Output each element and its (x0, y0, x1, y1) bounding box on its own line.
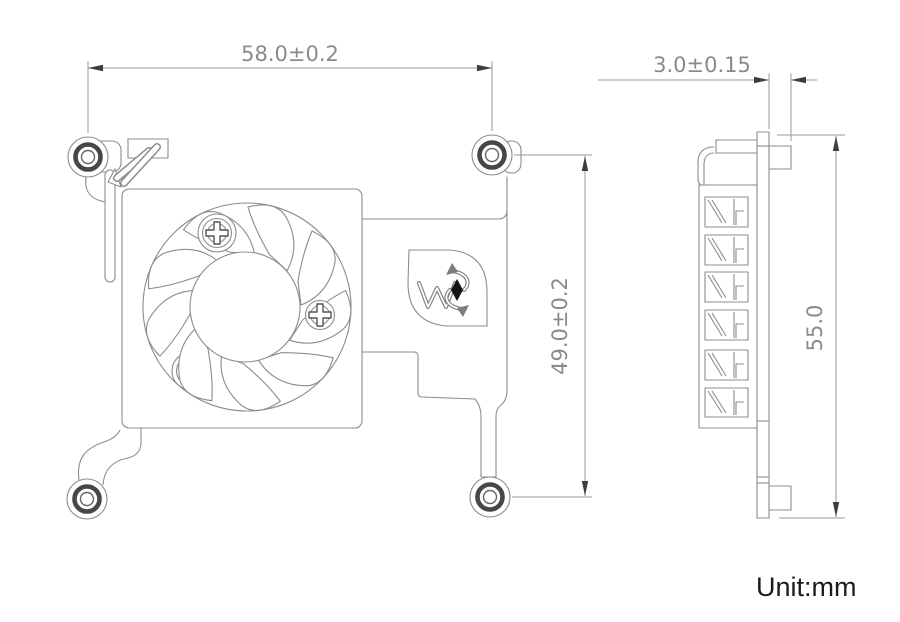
dim-label-side-height: 55.0 (803, 305, 827, 352)
screw-top-left (197, 213, 237, 253)
fan-blade (297, 230, 336, 306)
mounting-hole-top-right (471, 134, 513, 176)
vent-window (704, 234, 749, 266)
vent-window (704, 309, 749, 341)
fan-blade (178, 326, 213, 402)
dimension-side-thickness: 3.0±0.15 (598, 53, 817, 141)
vent-window (704, 196, 749, 228)
left-edge-curve (85, 176, 107, 203)
bottom-left-arm (77, 428, 142, 486)
motor-top (715, 139, 759, 154)
vent-window (704, 387, 749, 418)
phillips-screw-icon (205, 221, 229, 245)
fan-blade (220, 354, 281, 411)
waveshare-leaf-logo-icon (407, 249, 488, 327)
dim-label-side-thickness: 3.0±0.15 (653, 53, 751, 77)
side-tab-top (768, 145, 792, 170)
base-plate-profile (756, 131, 770, 519)
fan-blade (145, 289, 197, 357)
fan-cable-connector (107, 138, 169, 188)
vent-window (704, 349, 749, 381)
mounting-hole-top-left (67, 136, 109, 178)
left-side-bar (104, 169, 116, 283)
fan-blades (145, 204, 352, 411)
unit-label: Unit:mm (756, 572, 857, 602)
screw-right (304, 299, 336, 331)
fan-hub (189, 251, 301, 363)
dim-label-front-width: 58.0±0.2 (241, 42, 339, 66)
dim-label-front-height: 49.0±0.2 (548, 277, 572, 375)
mounting-hole-bottom-left (66, 478, 108, 520)
vent-window (704, 271, 749, 303)
side-wire (697, 146, 715, 187)
dimension-front-height: 49.0±0.2 (512, 154, 592, 498)
vent-windows (704, 196, 749, 418)
base-plate-right-wing (361, 176, 508, 478)
fan-blade (257, 352, 334, 387)
mounting-hole-bottom-right (469, 476, 511, 518)
dimension-side-height: 55.0 (777, 134, 845, 519)
phillips-screw-icon (308, 303, 332, 327)
dimension-front-width: 58.0±0.2 (87, 42, 493, 133)
logo-diamond (451, 279, 463, 301)
side-tab-bottom (768, 485, 792, 511)
side-view (697, 131, 792, 519)
fan-blade (247, 204, 295, 272)
front-view (66, 134, 522, 520)
fan-blade (147, 248, 219, 290)
